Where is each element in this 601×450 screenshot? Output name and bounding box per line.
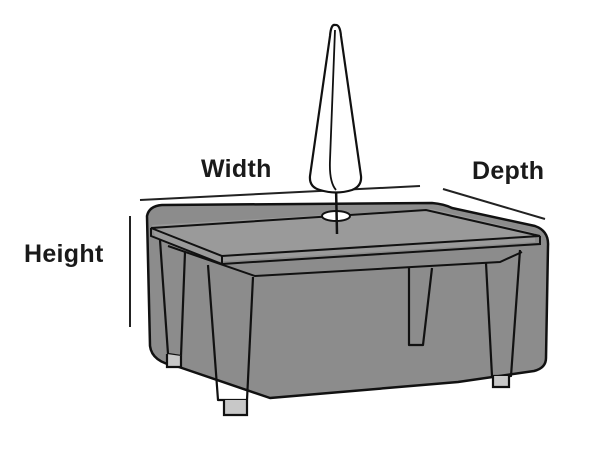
umbrella-pole: [334, 185, 339, 235]
depth-label: Depth: [472, 157, 545, 185]
front-left-foot: [222, 400, 249, 417]
back-right-leg: [407, 267, 434, 347]
closed-umbrella: [308, 23, 363, 194]
depth-dimension-line: [442, 188, 546, 220]
height-label: Height: [24, 240, 104, 268]
table-apron: [167, 245, 523, 278]
front-right-foot: [491, 376, 511, 389]
width-label: Width: [201, 155, 272, 183]
width-dimension-line: [139, 185, 421, 201]
back-left-foot: [165, 354, 183, 369]
back-left-leg: [158, 239, 187, 358]
umbrella-fold-line: [328, 29, 337, 191]
